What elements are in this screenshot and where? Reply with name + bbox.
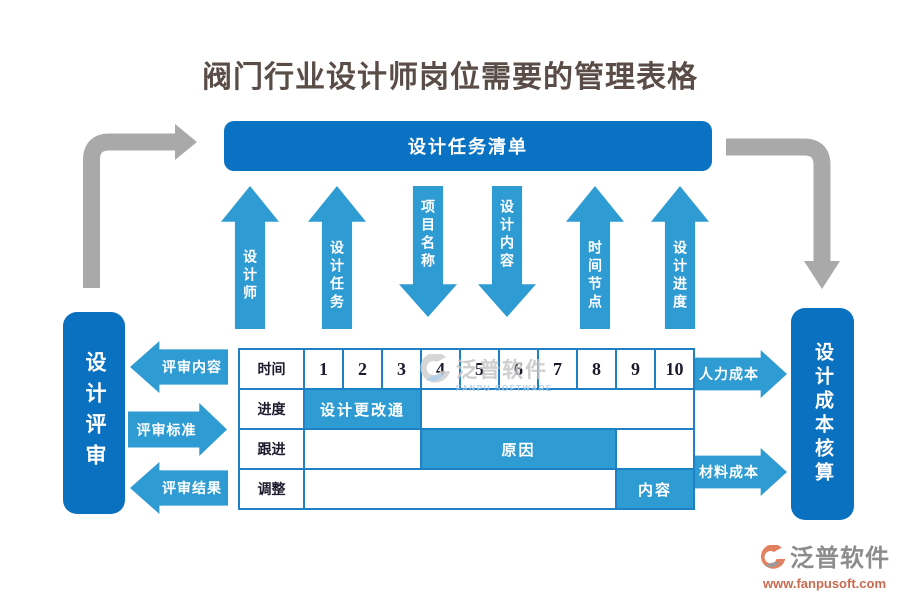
time-cell: 4 (420, 348, 461, 390)
footer-brand: 泛普软件 www.fanpusoft.com (752, 545, 897, 590)
arrow-review-result: 评审结果 (130, 462, 228, 514)
flow-arrow-project-name: 项目名称 (399, 186, 457, 317)
design-cost-box: 设计成本核算 (791, 308, 854, 520)
time-cell: 8 (576, 348, 617, 390)
flow-arrow-design-task: 设计任务 (308, 186, 366, 329)
fanpu-logo-icon (761, 545, 786, 569)
time-cell: 7 (537, 348, 578, 390)
gantt-bar-reason: 原因 (420, 428, 617, 470)
flow-arrow-label: 时间节点 (587, 239, 603, 312)
elbow-arrow-right-icon (726, 138, 840, 289)
time-cell: 10 (654, 348, 695, 390)
time-cell: 1 (303, 348, 344, 390)
flow-arrow-design-progress: 设计进度 (651, 186, 709, 329)
design-cost-label: 设计成本核算 (812, 342, 833, 486)
footer-brand-url: www.fanpusoft.com (762, 576, 887, 591)
design-review-label: 设计评审 (83, 351, 106, 475)
time-cell: 6 (498, 348, 539, 390)
page-title: 阀门行业设计师岗位需要的管理表格 (202, 61, 698, 94)
elbow-arrow-left-icon (83, 124, 197, 288)
arrow-review-content: 评审内容 (130, 341, 228, 393)
arrow-label: 人力成本 (699, 366, 759, 382)
empty-cell (420, 388, 695, 430)
flow-arrow-label: 设计内容 (499, 198, 515, 271)
row-header-follow-up: 跟进 (238, 428, 305, 470)
footer-brand-name: 泛普软件 (790, 545, 890, 572)
arrow-label: 评审结果 (162, 480, 222, 496)
row-header-time: 时间 (238, 348, 305, 390)
time-cell: 9 (615, 348, 656, 390)
time-cell: 2 (342, 348, 383, 390)
time-cell: 3 (381, 348, 422, 390)
arrow-labor-cost: 人力成本 (693, 350, 787, 398)
design-review-box: 设计评审 (63, 312, 125, 514)
design-task-list-banner: 设计任务清单 (224, 121, 712, 171)
arrow-label: 材料成本 (699, 464, 759, 480)
empty-cell (615, 428, 695, 470)
flow-arrow-label: 项目名称 (420, 198, 436, 271)
flow-arrow-designer: 设计师 (221, 186, 279, 329)
flow-arrow-design-content: 设计内容 (478, 186, 536, 317)
table-row-adjust: 调整 内容 (238, 468, 695, 510)
empty-cell (303, 468, 617, 510)
time-cell: 5 (459, 348, 500, 390)
empty-cell (303, 428, 422, 470)
gantt-bar-content: 内容 (615, 468, 695, 510)
table-row-follow-up: 跟进 原因 (238, 428, 695, 470)
arrow-label: 评审内容 (162, 359, 222, 375)
row-header-adjust: 调整 (238, 468, 305, 510)
table-row-time: 时间 1 2 3 4 5 6 7 8 9 10 (238, 348, 695, 390)
flow-arrow-label: 设计任务 (329, 239, 345, 312)
flow-arrow-label: 设计师 (242, 248, 258, 303)
banner-label: 设计任务清单 (408, 137, 528, 157)
row-header-progress: 进度 (238, 388, 305, 430)
flow-arrow-label: 设计进度 (672, 239, 688, 312)
flow-arrow-time-node: 时间节点 (566, 186, 624, 329)
arrow-label: 评审标准 (136, 421, 197, 438)
table-row-progress: 进度 设计更改通 (238, 388, 695, 430)
schedule-table: 时间 1 2 3 4 5 6 7 8 9 10 进度 设计更改通 跟进 原因 调… (238, 348, 695, 510)
arrow-material-cost: 材料成本 (693, 448, 787, 496)
arrow-review-standard: 评审标准 (128, 403, 227, 456)
gantt-bar-design-change: 设计更改通 (303, 388, 422, 430)
